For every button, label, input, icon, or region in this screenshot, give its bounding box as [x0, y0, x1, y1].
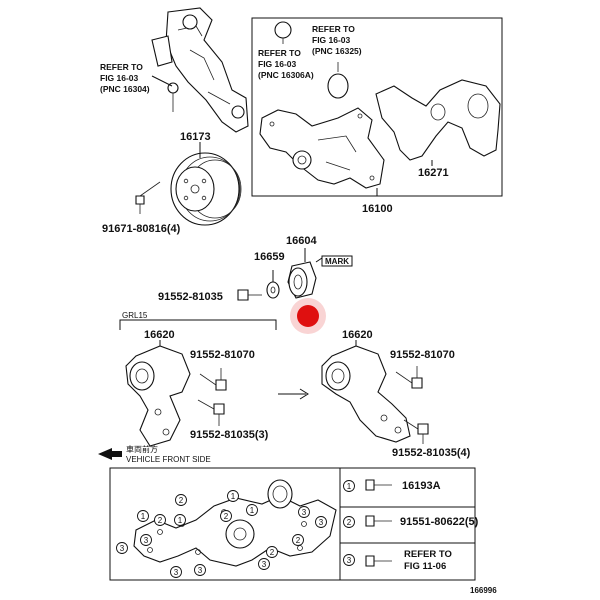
callout-number: 3: [144, 536, 149, 545]
spacer-16659: [266, 270, 280, 299]
callout-circle: [343, 480, 355, 492]
callout-number: 1: [231, 492, 236, 501]
diagram-id: 166996: [470, 586, 497, 595]
label-91552-81070-right: 91552-81070: [390, 349, 455, 361]
label-91552-81070-left: 91552-81070: [190, 349, 255, 361]
detail-pump-outline: [133, 479, 337, 567]
callout-circle: [343, 554, 355, 566]
ref-16306a-line3: (PNC 16306A): [258, 70, 314, 80]
callout-circle: [343, 516, 355, 528]
label-16620-right: 16620: [342, 329, 373, 341]
callout-circle: [137, 510, 149, 522]
label-91552-81035-4: 91552-81035(4): [392, 447, 471, 459]
ref-16306a-line1: REFER TO: [258, 48, 301, 58]
pulley-16173: [170, 152, 242, 226]
label-91552-81035: 91552-81035: [158, 291, 223, 303]
label-grl15: GRL15: [122, 311, 148, 320]
callout-number: 3: [347, 556, 352, 565]
ref-1106-line2: FIG 11-06: [404, 561, 446, 572]
o-ring-16325: [274, 21, 349, 99]
label-16604: 16604: [286, 235, 317, 247]
callout-number: 1: [347, 482, 352, 491]
callout-number: 3: [174, 568, 179, 577]
callout-number: 2: [296, 536, 301, 545]
gasket-16271: [375, 79, 501, 161]
bolt-91552-81035: [237, 289, 262, 301]
grl15-bracket: [119, 319, 277, 330]
callout-circle: [194, 564, 206, 576]
callout-number: 3: [120, 544, 125, 553]
bolt-91552-81070-right: [395, 366, 423, 389]
label-91551: 91551-80622(5): [400, 516, 479, 528]
label-16193a: 16193A: [402, 480, 441, 492]
label-mark: MARK: [325, 257, 349, 266]
callout-circle: [227, 490, 239, 502]
callout-number: 2: [347, 518, 352, 527]
label-91552-81035-3: 91552-81035(3): [190, 429, 269, 441]
bracket-16620-left: [125, 340, 191, 447]
label-91671: 91671-80816(4): [102, 223, 181, 235]
callout-circle: [298, 506, 310, 518]
ref-16304-line2: FIG 16-03: [100, 73, 139, 83]
callout-circle: [266, 546, 278, 558]
idler-pulley-16604: [287, 248, 323, 299]
bolt-91552-81070-left: [199, 368, 227, 391]
ref-16306a-line2: FIG 16-03: [258, 59, 297, 69]
callout-number: 1: [250, 506, 255, 515]
label-16100: 16100: [362, 203, 393, 215]
legend-jp: 車両前方: [126, 444, 158, 454]
callout-circle: [116, 542, 128, 554]
callout-circle: [170, 566, 182, 578]
water-pump-16100: [259, 107, 385, 189]
vehicle-front-arrow: [98, 448, 122, 460]
ref-16325-line2: FIG 16-03: [312, 35, 351, 45]
bolt-91552-81035-3: [197, 399, 225, 426]
detail-box-dividers: [339, 468, 475, 580]
callout-number: 3: [262, 560, 267, 569]
legend-bolt-2: [365, 515, 392, 527]
label-16659: 16659: [254, 251, 285, 263]
water-inlet-housing: [151, 7, 249, 133]
ref-1106-line1: REFER TO: [404, 549, 452, 560]
label-16271: 16271: [418, 167, 449, 179]
callout-number: 1: [178, 516, 183, 525]
callout-circle: [154, 514, 166, 526]
ref-16325-line1: REFER TO: [312, 24, 355, 34]
bolt-91671: [135, 181, 161, 214]
callout-circle: [140, 534, 152, 546]
legend-bolt-1: [365, 479, 392, 491]
bolt-91552-81035-4: [403, 419, 429, 444]
callout-circle: [292, 534, 304, 546]
ref-16325-line3: (PNC 16325): [312, 46, 362, 56]
label-16173: 16173: [180, 131, 211, 143]
red-marker-dot: [290, 298, 326, 334]
bracket-16620-right: [321, 340, 411, 443]
callout-circle: [220, 510, 232, 522]
callout-number: 2: [270, 548, 275, 557]
callout-circle: [246, 504, 258, 516]
callout-circle: [315, 516, 327, 528]
callout-number: 2: [158, 516, 163, 525]
legend-en: VEHICLE FRONT SIDE: [126, 455, 211, 464]
callout-circle: [174, 514, 186, 526]
callout-number: 1: [141, 512, 146, 521]
mark-box: [321, 255, 353, 267]
callout-number: 2: [179, 496, 184, 505]
legend-bolt-3: [365, 555, 392, 567]
callout-circle: [175, 494, 187, 506]
ref-16304-line3: (PNC 16304): [100, 84, 150, 94]
detail-box: [109, 467, 476, 581]
label-16620-left: 16620: [144, 329, 175, 341]
callout-number: 3: [319, 518, 324, 527]
callout-number: 2: [224, 512, 229, 521]
callout-number: 3: [302, 508, 307, 517]
callout-circle: [258, 558, 270, 570]
ref-16304-line1: REFER TO: [100, 62, 143, 72]
callout-number: 3: [198, 566, 203, 575]
